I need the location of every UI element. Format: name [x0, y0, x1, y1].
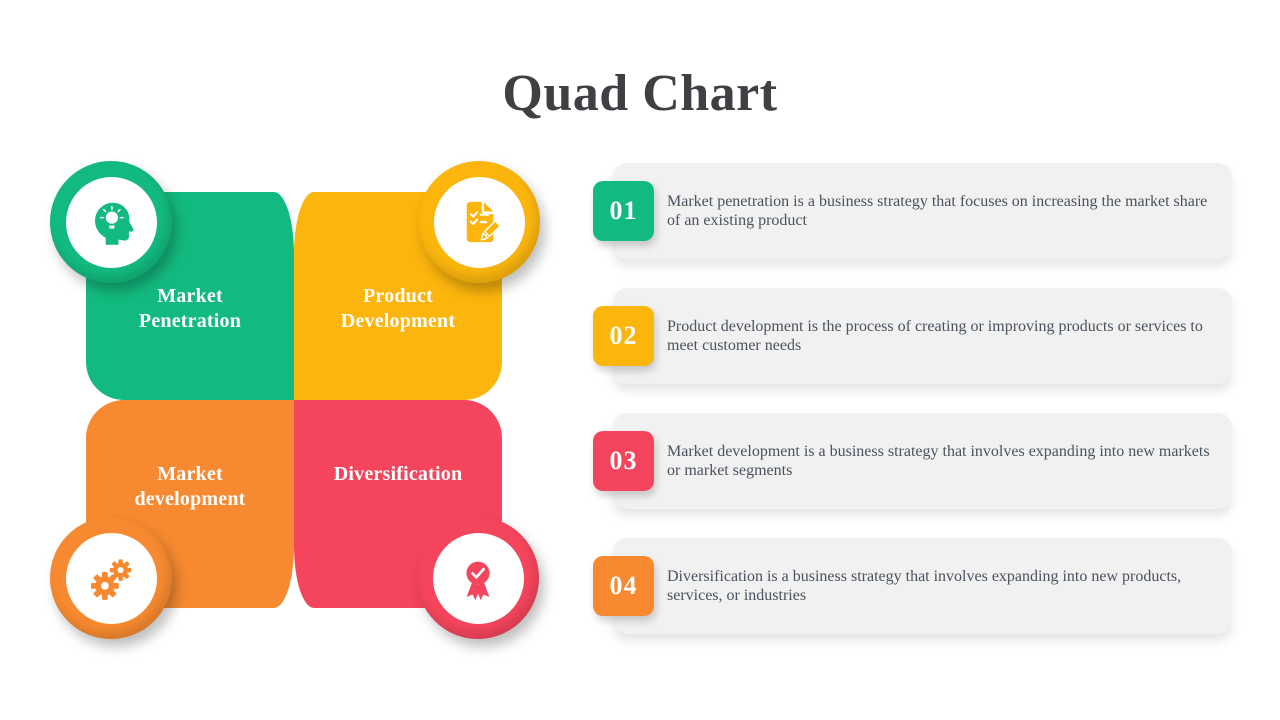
gears-icon — [90, 559, 132, 600]
icon-badge-inner — [65, 176, 157, 268]
icon-badge-inner — [432, 532, 524, 624]
product-development-icon-badge — [418, 161, 540, 283]
head-idea-icon — [95, 202, 134, 245]
award-medal-icon — [466, 561, 490, 601]
page-title: Quad Chart — [502, 65, 778, 122]
card-number-badge: 04 — [593, 556, 654, 616]
card-number-badge: 02 — [593, 306, 654, 366]
icon-badge-inner — [433, 176, 525, 268]
card-text: Market penetration is a business strateg… — [667, 192, 1208, 230]
strategy-card-4: 04 Diversification is a business strateg… — [593, 538, 1232, 634]
card-number-badge: 03 — [593, 431, 654, 491]
quadrant-label: Market development — [134, 463, 246, 510]
icon-badge-inner — [65, 532, 157, 624]
card-number-badge: 01 — [593, 181, 654, 241]
description-cards: 01 Market penetration is a business stra… — [593, 163, 1232, 663]
diversification-icon-badge — [417, 517, 539, 639]
market-development-icon-badge — [50, 517, 172, 639]
quadrant-label: Product Development — [340, 285, 456, 332]
strategy-card-2: 02 Product development is the process of… — [593, 288, 1232, 384]
strategy-card-3: 03 Market development is a business stra… — [593, 413, 1232, 509]
card-text: Market development is a business strateg… — [667, 442, 1210, 480]
market-penetration-icon-badge — [50, 161, 172, 283]
quad-chart-diagram: Market Penetration Product Development M… — [50, 161, 540, 639]
document-edit-icon — [466, 201, 501, 243]
card-text: Diversification is a business strategy t… — [667, 567, 1182, 605]
card-text: Product development is the process of cr… — [667, 317, 1203, 355]
strategy-card-1: 01 Market penetration is a business stra… — [593, 163, 1232, 259]
quadrant-label: Diversification — [333, 463, 463, 485]
quadrant-label: Market Penetration — [138, 285, 242, 332]
